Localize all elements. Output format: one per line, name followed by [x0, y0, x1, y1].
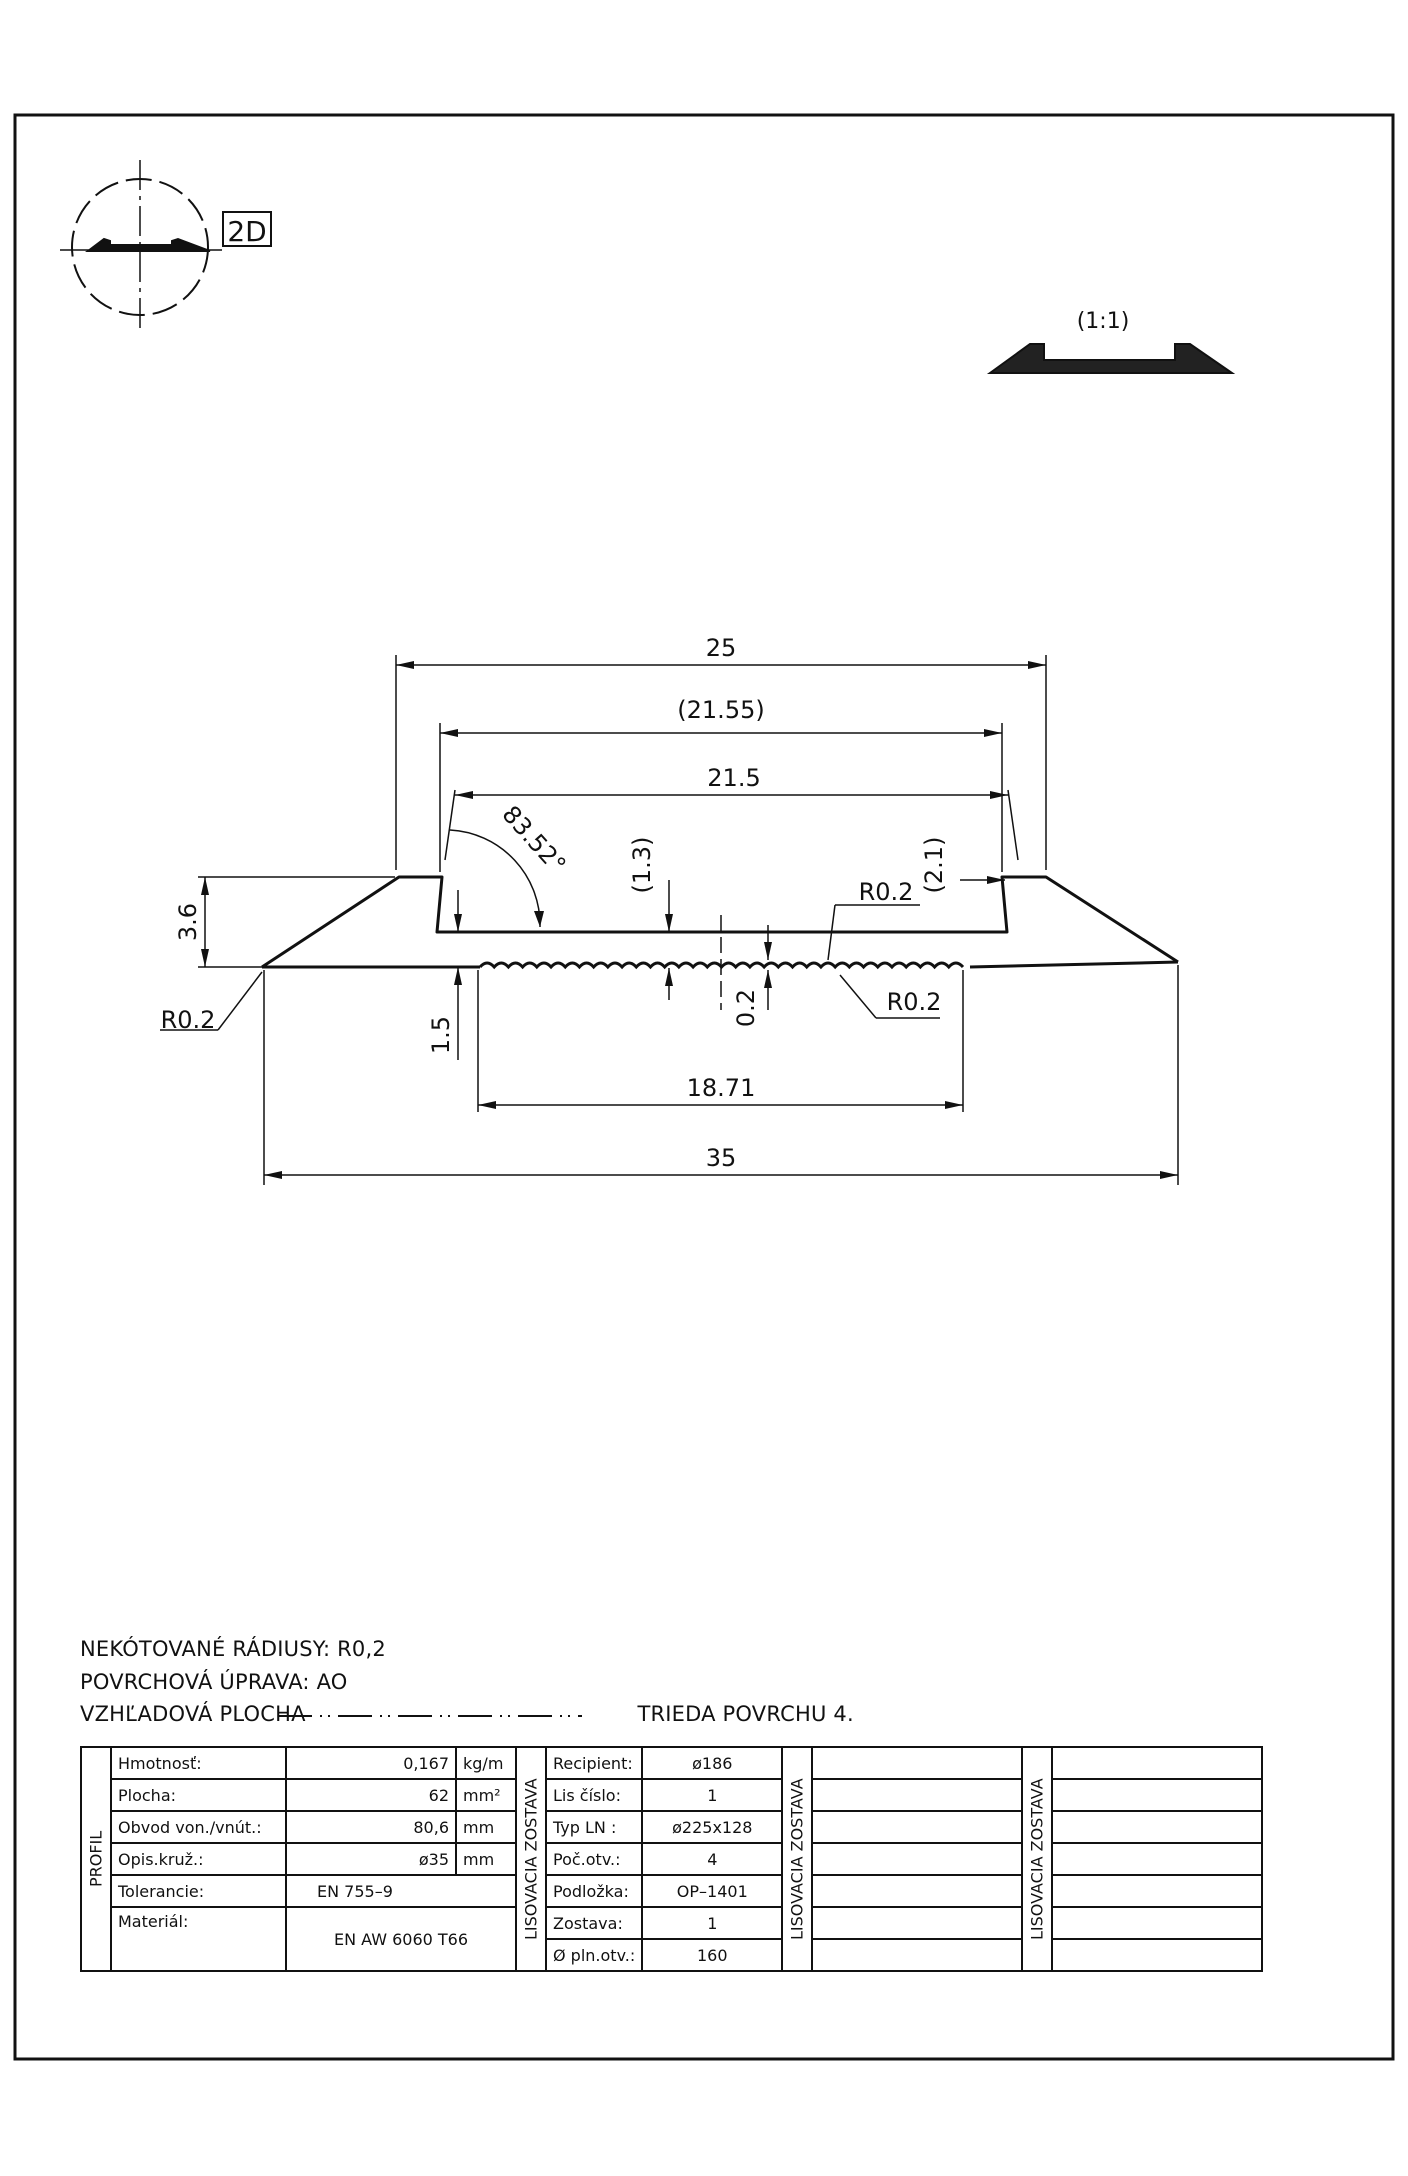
view-symbol	[60, 160, 272, 330]
dim-height-total: 3.6	[174, 903, 202, 941]
dim-ribbed-width: 18.71	[687, 1074, 756, 1102]
zostava-label-2: Typ LN :	[544, 1810, 644, 1844]
profil-label-5: Materiál:	[110, 1906, 287, 1972]
profil-label-3: Opis.kruž.:	[110, 1842, 287, 1876]
zostava-value-1: 1	[641, 1778, 784, 1812]
dim-width-total: 35	[706, 1144, 737, 1172]
dimension-lines	[160, 655, 1179, 1185]
dim-base-height: 1.5	[427, 1016, 455, 1054]
zostava-value-3: 4	[641, 1842, 784, 1876]
lisovacia-label-2: LISOVACIA ZOSTAVA	[782, 1747, 813, 1971]
empty-cell	[811, 1842, 1024, 1876]
note-appearance: VZHĽADOVÁ PLOCHA TRIEDA POVRCHU 4.	[80, 1702, 854, 1726]
empty-cell	[811, 1938, 1024, 1972]
drawing-frame	[13, 113, 1395, 2061]
badge-2d-box	[222, 211, 272, 247]
profil-unit-1: mm²	[455, 1778, 517, 1812]
profile-outline	[261, 875, 1179, 969]
empty-cell	[811, 1906, 1024, 1940]
note-surface-treatment: POVRCHOVÁ ÚPRAVA: AO	[80, 1670, 348, 1694]
empty-cell	[1051, 1778, 1264, 1812]
profil-label: PROFIL	[81, 1747, 111, 1971]
empty-cell	[1051, 1746, 1264, 1780]
note-appearance-left: VZHĽADOVÁ PLOCHA	[80, 1702, 306, 1726]
note-appearance-right: TRIEDA POVRCHU 4.	[637, 1702, 854, 1726]
profil-value-2: 80,6	[285, 1810, 457, 1844]
zostava-label-6: Ø pln.otv.:	[544, 1938, 644, 1972]
empty-cell	[811, 1746, 1024, 1780]
zostava-label-1: Lis číslo:	[544, 1778, 644, 1812]
profil-unit-2: mm	[455, 1810, 517, 1844]
scale-label: (1:1)	[1077, 309, 1130, 334]
profil-label-2: Obvod von./vnút.:	[110, 1810, 287, 1844]
empty-cell	[811, 1778, 1024, 1812]
profil-unit-0: kg/m	[455, 1746, 517, 1780]
arrowheads	[201, 661, 1178, 1179]
empty-cell	[1051, 1874, 1264, 1908]
badge-2d: 2D	[227, 215, 266, 248]
dim-width-inner: 21.5	[707, 764, 760, 792]
scale-profile	[986, 343, 1236, 374]
zostava-value-2: ø225x128	[641, 1810, 784, 1844]
empty-cell	[811, 1874, 1024, 1908]
profil-label-4: Tolerancie:	[110, 1874, 287, 1908]
empty-cell	[1051, 1842, 1264, 1876]
dim-radius-1: R0.2	[859, 878, 914, 906]
zostava-value-6: 160	[641, 1938, 784, 1972]
profil-value-3: ø35	[285, 1842, 457, 1876]
profil-value-4: EN 755–9	[285, 1874, 517, 1908]
zostava-label-0: Recipient:	[544, 1746, 644, 1780]
dim-angle: 83.52°	[497, 800, 572, 879]
zostava-value-4: OP–1401	[641, 1874, 784, 1908]
zostava-label-3: Poč.otv.:	[544, 1842, 644, 1876]
profil-unit-3: mm	[455, 1842, 517, 1876]
title-block: PROFIL Hmotnosť: 0,167 kg/m LISOVACIA ZO…	[80, 1746, 1264, 1972]
empty-cell	[1051, 1906, 1264, 1940]
profil-label-1: Plocha:	[110, 1778, 287, 1812]
zostava-value-5: 1	[641, 1906, 784, 1940]
lisovacia-label-1: LISOVACIA ZOSTAVA	[516, 1747, 546, 1971]
dim-width-top: 25	[706, 634, 737, 662]
dim-radius-3: R0.2	[161, 1006, 216, 1034]
profil-value-1: 62	[285, 1778, 457, 1812]
dim-height-ref-2: (2.1)	[920, 837, 948, 894]
zostava-label-5: Zostava:	[544, 1906, 644, 1940]
empty-cell	[811, 1810, 1024, 1844]
profil-value-5: EN AW 6060 T66	[285, 1906, 517, 1972]
dim-radius-2: R0.2	[887, 988, 942, 1016]
lisovacia-label-3: LISOVACIA ZOSTAVA	[1022, 1747, 1053, 1971]
dim-width-inner-ref: (21.55)	[677, 696, 764, 724]
profil-value-0: 0,167	[285, 1746, 457, 1780]
empty-cell	[1051, 1938, 1264, 1972]
zostava-label-4: Podložka:	[544, 1874, 644, 1908]
dim-rib-height: 0.2	[732, 989, 760, 1027]
profil-label-0: Hmotnosť:	[110, 1746, 287, 1780]
zostava-value-0: ø186	[641, 1746, 784, 1780]
empty-cell	[1051, 1810, 1264, 1844]
note-radii: NEKÓTOVANÉ RÁDIUSY: R0,2	[80, 1637, 386, 1661]
dim-height-ref-1: (1.3)	[628, 837, 656, 894]
